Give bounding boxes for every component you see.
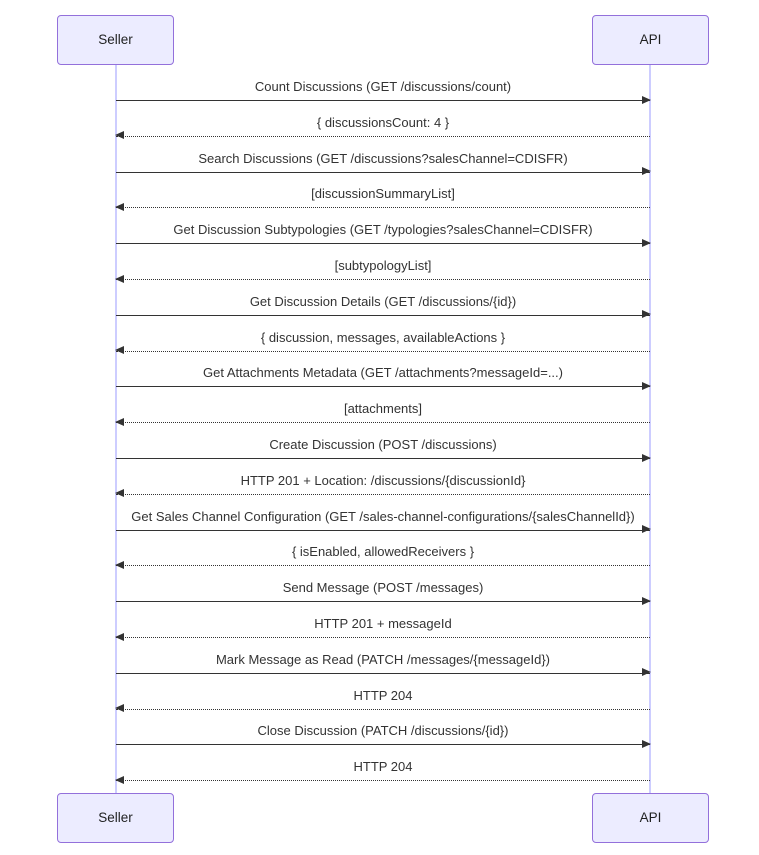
message-label: { discussionsCount: 4 } bbox=[316, 114, 450, 130]
message-label: Get Discussion Details (GET /discussions… bbox=[249, 293, 517, 309]
arrowhead-left-icon bbox=[115, 346, 124, 355]
arrowhead-left-icon bbox=[115, 704, 124, 713]
arrowhead-left-icon bbox=[115, 560, 124, 569]
message-line-dotted bbox=[116, 350, 650, 352]
message-label: [attachments] bbox=[343, 401, 423, 417]
message-label: Send Message (POST /messages) bbox=[282, 580, 484, 596]
message-line-solid bbox=[116, 171, 650, 173]
message-line-dotted bbox=[116, 207, 650, 209]
message-label: HTTP 204 bbox=[353, 759, 413, 775]
arrowhead-right-icon bbox=[642, 668, 651, 677]
message-line-dotted bbox=[116, 637, 650, 638]
message-label: Mark Message as Read (PATCH /messages/{m… bbox=[215, 651, 551, 667]
message-label: { discussion, messages, availableActions… bbox=[260, 329, 506, 345]
message-line-solid bbox=[116, 100, 650, 101]
arrowhead-right-icon bbox=[642, 95, 651, 104]
actor-box-seller-top[interactable]: Seller bbox=[57, 15, 174, 65]
message-label: HTTP 204 bbox=[353, 687, 413, 703]
actor-label-seller-top: Seller bbox=[98, 32, 133, 48]
arrowhead-right-icon bbox=[642, 739, 651, 748]
message-line-dotted bbox=[116, 493, 650, 495]
actor-label-api-bottom: API bbox=[639, 810, 662, 826]
message-label: [discussionSummaryList] bbox=[311, 186, 455, 202]
message-line-solid bbox=[116, 243, 650, 245]
arrowhead-left-icon bbox=[115, 417, 124, 426]
message-label: Get Sales Channel Configuration (GET /sa… bbox=[131, 508, 635, 524]
arrowhead-left-icon bbox=[115, 131, 124, 140]
message-line-dotted bbox=[116, 708, 650, 710]
arrowhead-left-icon bbox=[115, 632, 124, 641]
message-line-dotted bbox=[116, 135, 650, 137]
arrowhead-right-icon bbox=[642, 167, 651, 176]
message-line-solid bbox=[116, 744, 650, 746]
lifeline-api bbox=[649, 65, 651, 793]
message-label: HTTP 201 + messageId bbox=[314, 616, 452, 631]
message-label: Get Attachments Metadata (GET /attachmen… bbox=[203, 365, 563, 381]
actor-box-api-top[interactable]: API bbox=[592, 15, 709, 65]
message-line-dotted bbox=[116, 780, 650, 782]
message-line-solid bbox=[116, 314, 650, 316]
arrowhead-left-icon bbox=[115, 775, 124, 784]
arrowhead-left-icon bbox=[115, 202, 124, 211]
arrowhead-right-icon bbox=[642, 453, 651, 462]
message-line-solid bbox=[116, 672, 650, 674]
arrowhead-right-icon bbox=[642, 525, 651, 534]
message-line-dotted bbox=[116, 422, 650, 424]
message-label: { isEnabled, allowedReceivers } bbox=[291, 544, 475, 560]
message-line-dotted bbox=[116, 279, 650, 280]
message-line-solid bbox=[116, 458, 650, 459]
message-line-solid bbox=[116, 601, 650, 603]
actor-box-api-bottom[interactable]: API bbox=[592, 793, 709, 843]
arrowhead-right-icon bbox=[642, 596, 651, 605]
actor-label-seller-bottom: Seller bbox=[98, 810, 133, 826]
arrowhead-left-icon bbox=[115, 489, 124, 498]
message-line-dotted bbox=[116, 565, 650, 567]
message-label: Close Discussion (PATCH /discussions/{id… bbox=[257, 723, 509, 739]
arrowhead-right-icon bbox=[642, 238, 651, 247]
message-label: Create Discussion (POST /discussions) bbox=[269, 437, 497, 452]
arrowhead-left-icon bbox=[115, 274, 124, 283]
arrowhead-right-icon bbox=[642, 381, 651, 390]
arrowhead-right-icon bbox=[642, 310, 651, 319]
message-label: Search Discussions (GET /discussions?sal… bbox=[198, 150, 568, 166]
message-label: HTTP 201 + Location: /discussions/{discu… bbox=[240, 472, 526, 488]
actor-box-seller-bottom[interactable]: Seller bbox=[57, 793, 174, 843]
message-line-solid bbox=[116, 529, 650, 531]
lifeline-seller bbox=[115, 65, 117, 793]
message-label: Get Discussion Subtypologies (GET /typol… bbox=[173, 222, 593, 238]
actor-label-api-top: API bbox=[639, 32, 662, 48]
message-label: [subtypologyList] bbox=[334, 258, 432, 273]
message-label: Count Discussions (GET /discussions/coun… bbox=[254, 79, 512, 94]
message-line-solid bbox=[116, 386, 650, 388]
